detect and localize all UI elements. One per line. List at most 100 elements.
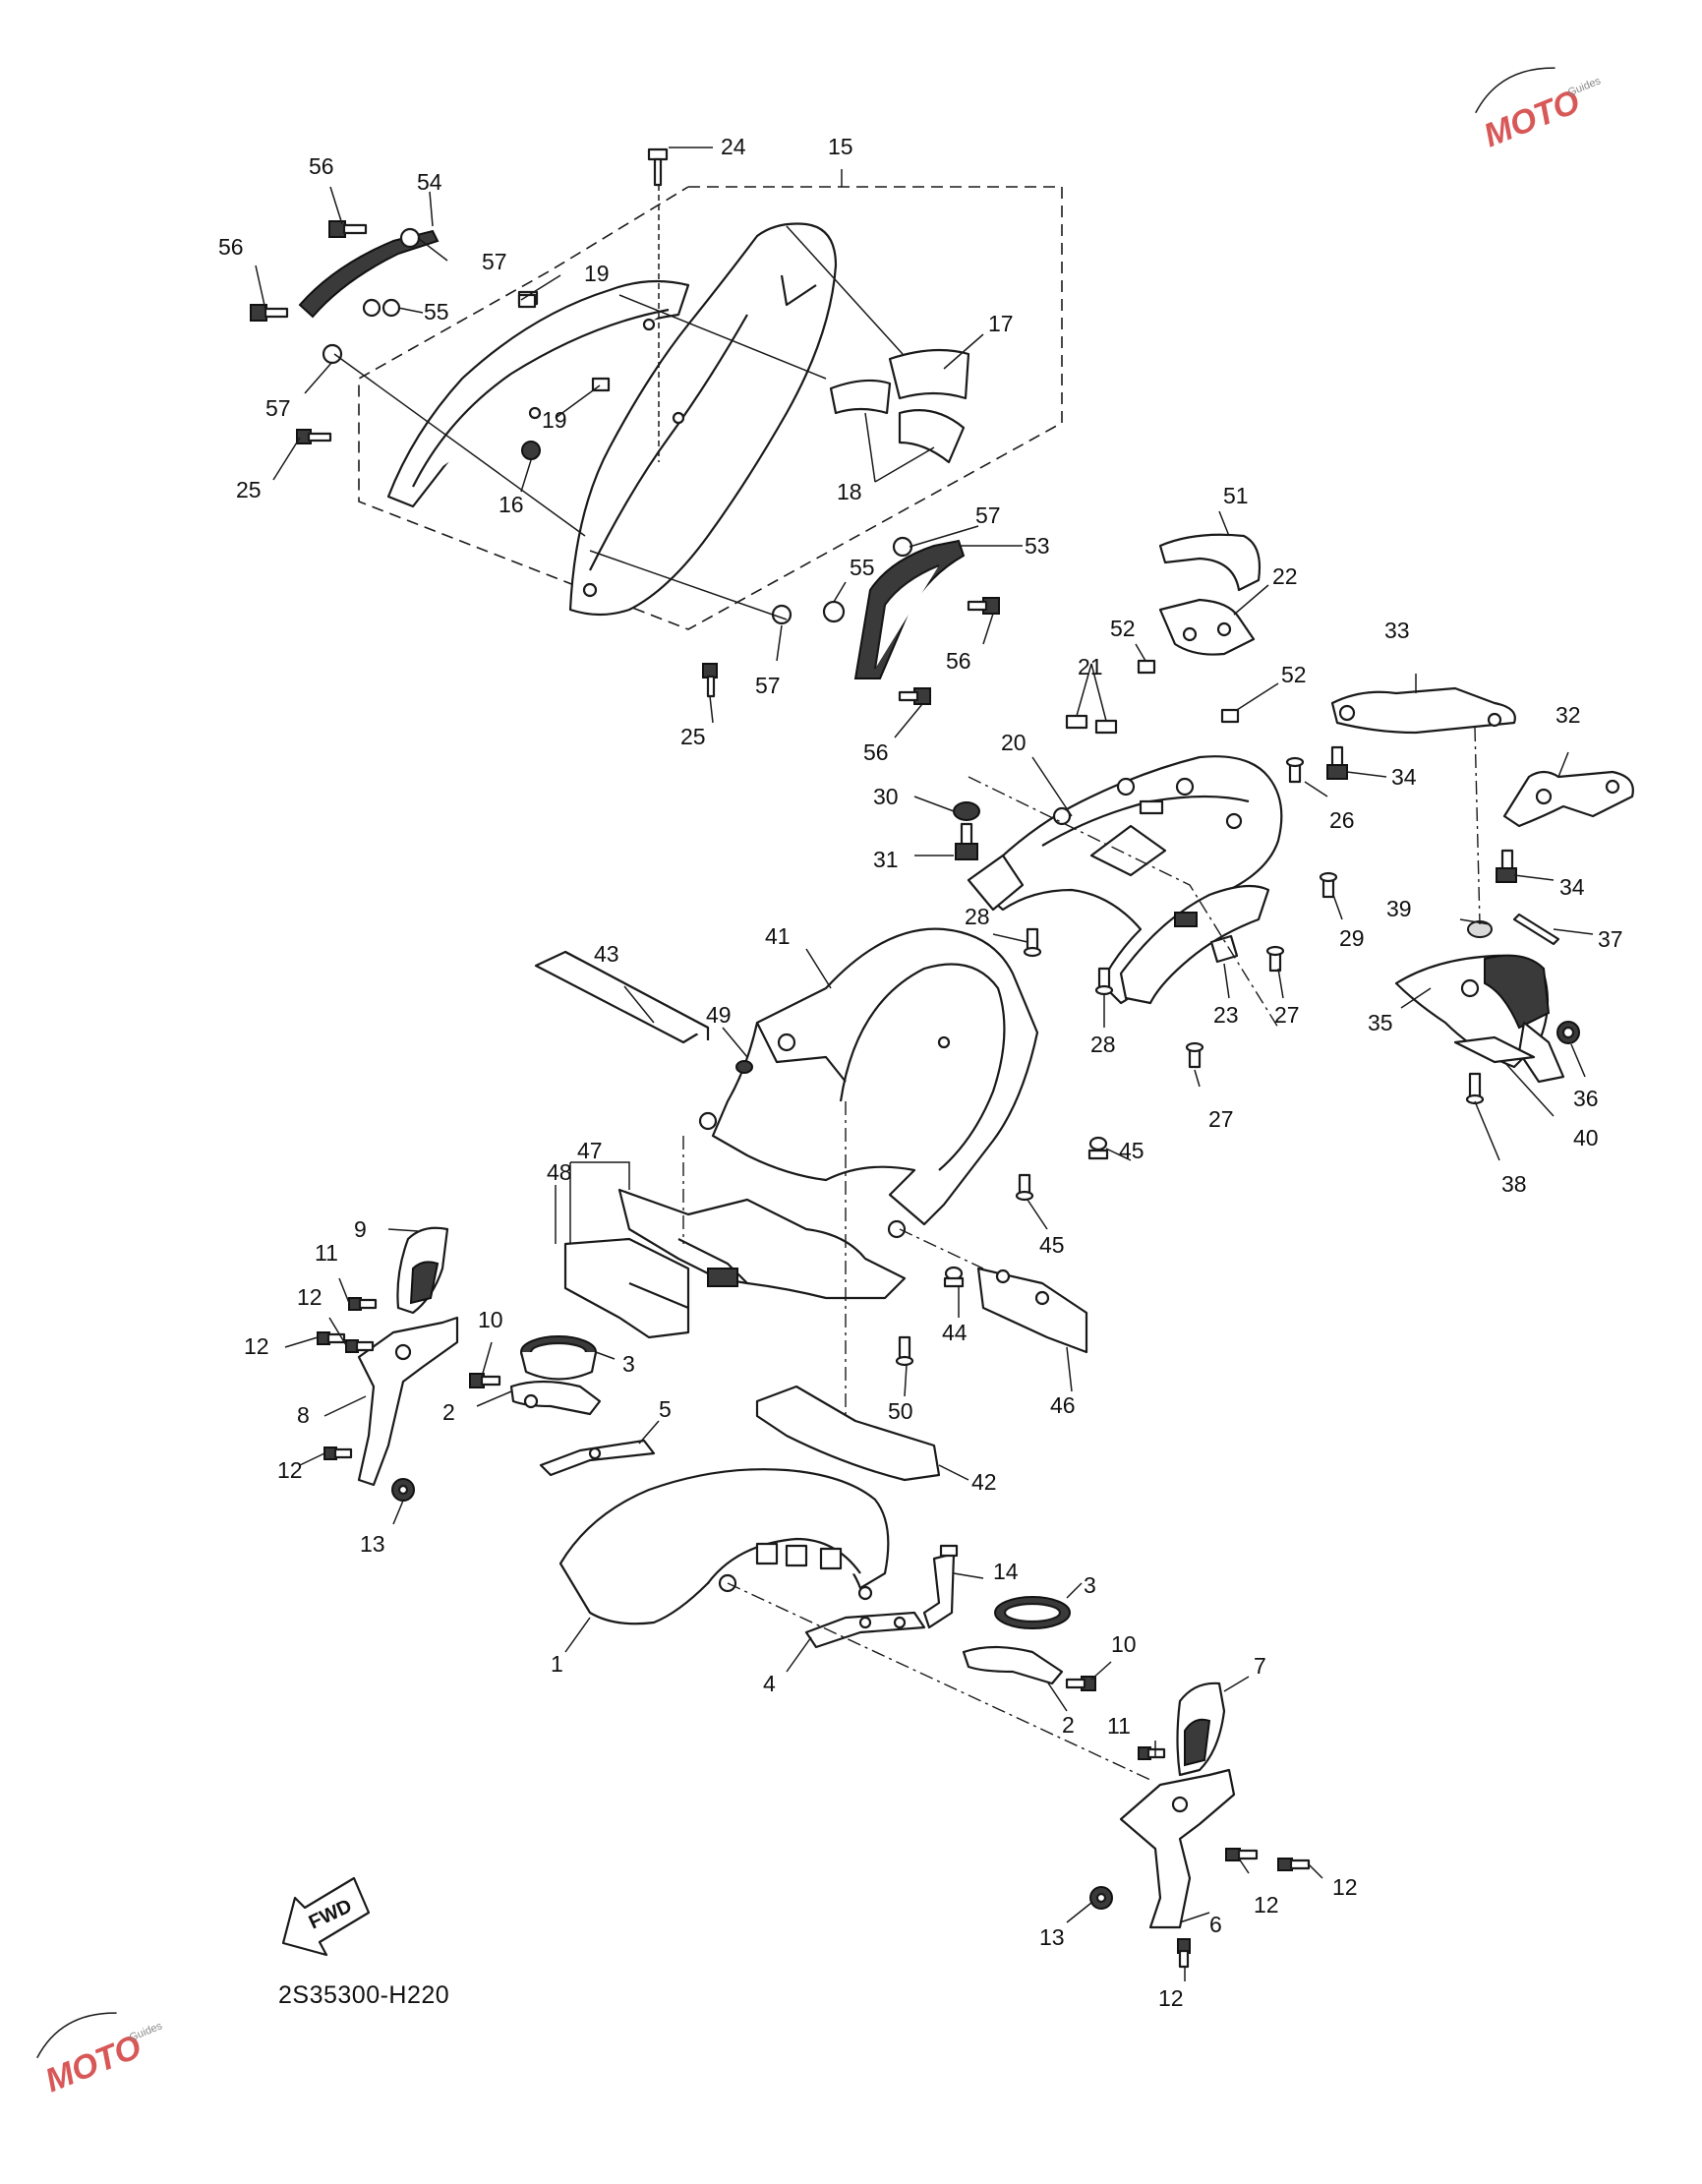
callout-19: 19 xyxy=(584,261,610,286)
callout-10: 10 xyxy=(1111,1631,1137,1657)
clip-45a xyxy=(1087,1136,1109,1160)
callout-12: 12 xyxy=(1332,1874,1358,1900)
callout-51: 51 xyxy=(1223,483,1249,508)
nut-13a xyxy=(391,1478,415,1502)
callout-22: 22 xyxy=(1272,563,1298,589)
callout-34: 34 xyxy=(1559,874,1585,900)
callout-9: 9 xyxy=(354,1216,367,1242)
callout-14: 14 xyxy=(993,1559,1019,1584)
callout-1: 1 xyxy=(551,1651,563,1677)
bolt-25b xyxy=(702,663,718,698)
bolt-12f xyxy=(1177,1938,1191,1969)
clip-23 xyxy=(1209,934,1239,964)
clip-45b xyxy=(1015,1173,1034,1202)
callout-42: 42 xyxy=(971,1469,997,1495)
diagram-code: 2S35300-H220 xyxy=(278,1981,449,2009)
callout-10: 10 xyxy=(478,1307,503,1332)
nut-57c xyxy=(892,536,913,558)
callout-40: 40 xyxy=(1573,1125,1599,1151)
pad-51 xyxy=(1158,533,1262,592)
bolt-56c xyxy=(967,597,1000,615)
callout-57: 57 xyxy=(755,673,781,698)
nut-57a xyxy=(399,227,421,249)
callout-31: 31 xyxy=(873,847,899,872)
callout-41: 41 xyxy=(765,923,791,949)
damper-21b xyxy=(1094,719,1118,735)
callout-56: 56 xyxy=(218,234,244,260)
callout-2: 2 xyxy=(1062,1712,1075,1738)
callout-36: 36 xyxy=(1573,1086,1599,1111)
callout-24: 24 xyxy=(721,134,746,159)
bolt-12d xyxy=(1225,1848,1259,1861)
callout-33: 33 xyxy=(1384,618,1410,643)
callout-12: 12 xyxy=(277,1457,303,1483)
callout-12: 12 xyxy=(297,1284,323,1310)
callout-28: 28 xyxy=(965,904,990,929)
front-fender-1 xyxy=(558,1468,890,1625)
pin-37 xyxy=(1512,913,1560,946)
clip-49 xyxy=(735,1060,753,1074)
damper-21a xyxy=(1065,714,1088,730)
callout-46: 46 xyxy=(1050,1392,1076,1418)
seat-assembly-outline xyxy=(358,186,1063,630)
callout-43: 43 xyxy=(594,941,619,967)
fork-bracket-6 xyxy=(1119,1768,1236,1929)
bolt-31 xyxy=(955,822,978,860)
watermark-bottom-left: MOTO Guides xyxy=(36,2012,164,2099)
callout-4: 4 xyxy=(763,1671,776,1696)
callout-47: 47 xyxy=(577,1138,603,1163)
bolt-10b xyxy=(1065,1676,1096,1691)
inner-fender-41 xyxy=(698,927,1039,1239)
mudguard-47 xyxy=(617,1188,907,1300)
plate-22 xyxy=(1158,598,1256,656)
watermark-subtext: Guides xyxy=(128,2020,164,2043)
fork-guard-7 xyxy=(1176,1682,1226,1777)
callout-16: 16 xyxy=(499,492,524,517)
bolt-56b xyxy=(250,304,289,322)
grab-bar-54 xyxy=(298,229,440,319)
fork-guard-9 xyxy=(396,1226,449,1315)
fork-bracket-8 xyxy=(357,1316,459,1487)
screw-38 xyxy=(1465,1072,1485,1105)
bolt-11b xyxy=(1138,1746,1166,1760)
callout-13: 13 xyxy=(360,1531,385,1557)
clip-44 xyxy=(943,1266,965,1288)
callout-25: 25 xyxy=(680,724,706,749)
callout-23: 23 xyxy=(1213,1002,1239,1028)
callout-12: 12 xyxy=(1254,1892,1279,1918)
bolt-11a xyxy=(348,1297,378,1311)
screw-29 xyxy=(1319,871,1338,899)
screw-27a xyxy=(1265,945,1285,973)
callout-29: 29 xyxy=(1339,925,1365,951)
watermark-top-right: MOTO Guides xyxy=(1475,67,1603,154)
nut-36 xyxy=(1556,1021,1580,1044)
callout-6: 6 xyxy=(1209,1912,1222,1937)
bolt-56a xyxy=(328,220,368,238)
collar-55c xyxy=(822,600,846,623)
callout-8: 8 xyxy=(297,1402,310,1428)
callout-56: 56 xyxy=(946,648,971,674)
callout-12: 12 xyxy=(244,1333,269,1359)
nut-13b xyxy=(1089,1886,1113,1910)
bolt-12a xyxy=(345,1339,375,1353)
sticker-52b xyxy=(1220,708,1240,724)
callout-7: 7 xyxy=(1254,1653,1266,1679)
callout-54: 54 xyxy=(417,169,442,195)
bracket-40 xyxy=(1453,1035,1536,1064)
callout-53: 53 xyxy=(1025,533,1050,559)
nut-57d xyxy=(771,604,792,625)
bolt-12b xyxy=(317,1331,346,1345)
watermark-subtext: Guides xyxy=(1566,75,1603,98)
callout-50: 50 xyxy=(888,1398,913,1424)
bolt-12c xyxy=(323,1446,353,1460)
taillight-35 xyxy=(1394,954,1565,1084)
callout-35: 35 xyxy=(1368,1010,1393,1035)
callout-57: 57 xyxy=(975,502,1001,528)
callout-57: 57 xyxy=(265,395,291,421)
callout-26: 26 xyxy=(1329,807,1355,833)
damper-16 xyxy=(521,441,541,460)
callout-11: 11 xyxy=(1107,1713,1131,1739)
bolt-12e xyxy=(1277,1858,1311,1871)
callout-3: 3 xyxy=(1084,1572,1096,1598)
